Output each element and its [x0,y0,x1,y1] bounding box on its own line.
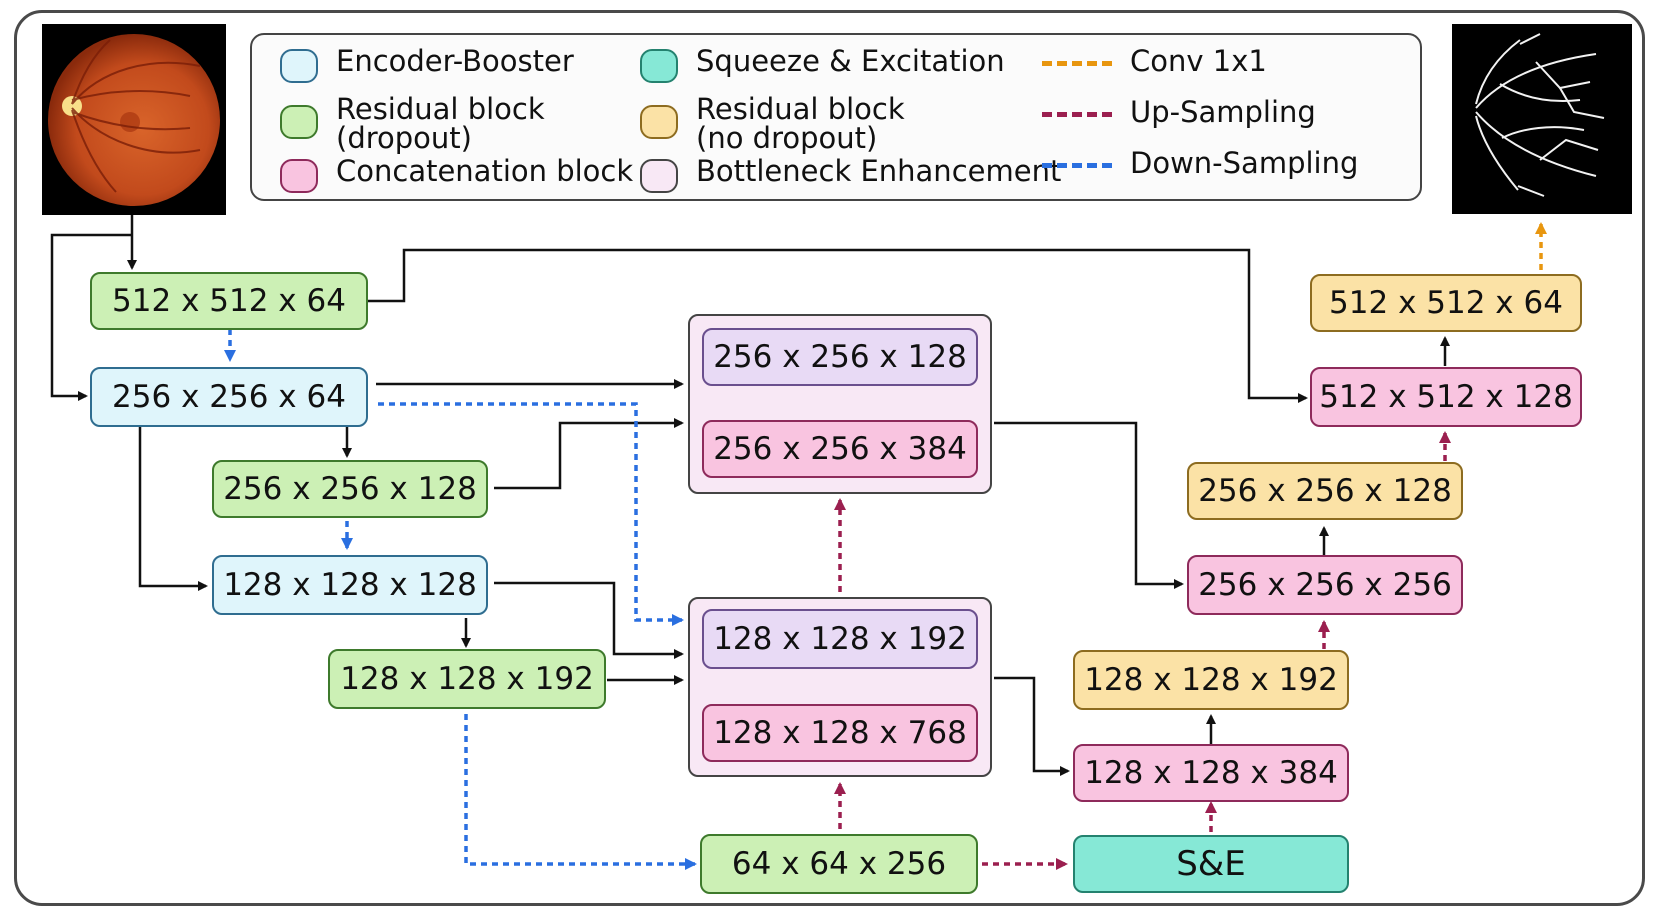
legend-encoder-booster: Encoder-Booster [280,47,574,83]
se-swatch [640,49,678,83]
output-vessel-map [1452,24,1632,214]
legend: Encoder-Booster Residual block (dropout)… [250,33,1422,201]
arrow-e4-to-b2 [494,581,684,659]
node-squeeze-excitation: S&E [1073,835,1349,893]
legend-squeeze-excitation: Squeeze & Excitation [640,47,1005,83]
down-line-sample [1042,163,1112,168]
arrow-e2-to-e4 [138,427,208,591]
arrow-input-to-e2 [50,233,132,401]
down-e5-to-bottom [464,714,697,870]
legend-label: Encoder-Booster [336,44,574,78]
legend-label: Conv 1x1 [1130,44,1267,78]
node-d4: 256 x 256 x 128 [1187,462,1463,520]
down-e2-to-b2 [378,402,684,626]
arrow-b1-to-d3 [994,421,1184,589]
input-fundus-image [42,24,226,215]
downsampling-connections [224,329,697,870]
legend-label: Residual block (dropout) [336,92,545,155]
node-d6: 512 x 512 x 64 [1310,274,1582,332]
node-e3: 256 x 256 x 128 [212,460,488,518]
node-b2-top: 128 x 128 x 192 [702,609,978,669]
legend-residual-no-dropout: Residual block (no dropout) [640,95,905,153]
node-e5: 128 x 128 x 192 [328,649,606,709]
arrow-e3-to-b1 [494,418,684,490]
residual-no-dropout-swatch [640,105,678,139]
legend-downsampling: Down-Sampling [1042,149,1358,178]
legend-residual-dropout: Residual block (dropout) [280,95,545,153]
node-d2: 128 x 128 x 192 [1073,650,1349,710]
forward-connections [50,215,1450,776]
legend-label: Squeeze & Excitation [696,44,1005,78]
node-b1-bottom: 256 x 256 x 384 [702,420,978,478]
conv-line-sample [1042,61,1112,66]
node-bottom: 64 x 64 x 256 [700,834,978,894]
node-e4: 128 x 128 x 128 [212,555,488,615]
legend-concatenation: Concatenation block [280,157,633,193]
node-d1: 128 x 128 x 384 [1073,744,1349,802]
arrow-b2-to-d1 [994,676,1070,776]
node-e2: 256 x 256 x 64 [90,367,368,427]
concatenation-swatch [280,159,318,193]
legend-label: Concatenation block [336,154,634,188]
node-b1-top: 256 x 256 x 128 [702,328,978,386]
node-d5: 512 x 512 x 128 [1310,367,1582,427]
node-d3: 256 x 256 x 256 [1187,555,1463,615]
legend-label: Bottleneck Enhancement [696,154,1062,188]
residual-dropout-swatch [280,105,318,139]
legend-label: Residual block (no dropout) [696,92,905,155]
bottleneck-swatch [640,159,678,193]
up-line-sample [1042,112,1112,117]
legend-upsampling: Up-Sampling [1042,98,1316,127]
encoder-swatch [280,49,318,83]
node-b2-bottom: 128 x 128 x 768 [702,704,978,762]
legend-bottleneck: Bottleneck Enhancement [640,157,1061,193]
node-e1: 512 x 512 x 64 [90,272,368,330]
legend-label: Up-Sampling [1130,95,1316,129]
legend-label: Down-Sampling [1130,146,1359,180]
legend-conv1x1: Conv 1x1 [1042,47,1267,76]
arrow-e1-to-d5 [368,248,1308,403]
upsampling-connections [834,431,1451,870]
